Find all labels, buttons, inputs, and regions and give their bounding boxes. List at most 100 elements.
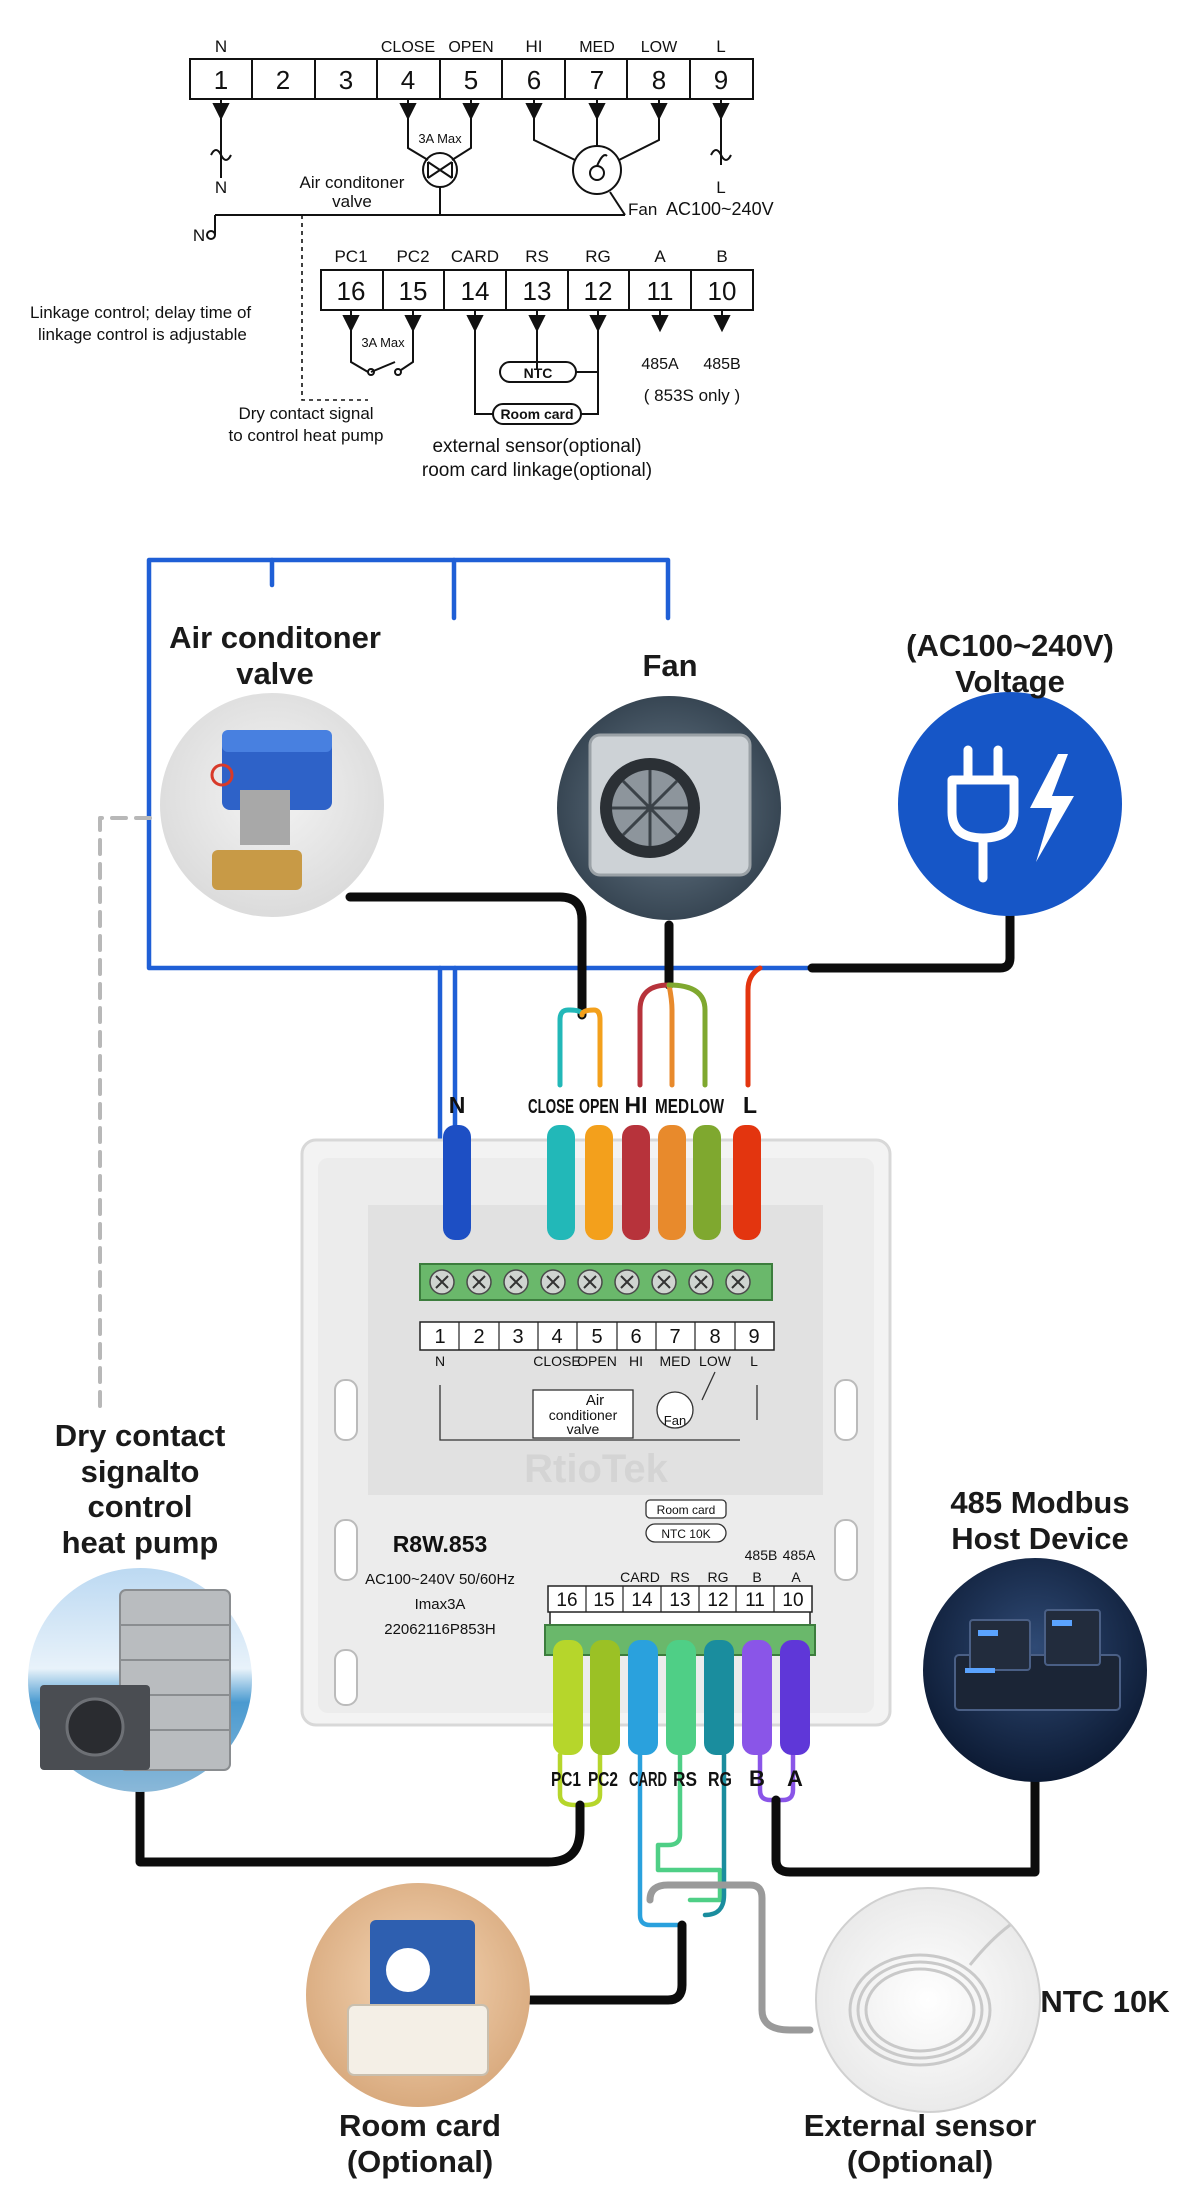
print-b: B [752, 1569, 761, 1585]
print-10: 10 [782, 1590, 803, 1611]
room-card-symbol [492, 403, 582, 425]
fan-label: Fan [628, 200, 657, 219]
wire-label-med: MED [655, 1096, 689, 1118]
ext-text-1: external sensor(optional) [432, 436, 641, 457]
terminal-10: 10 [708, 276, 737, 306]
print-485b: 485B [745, 1547, 778, 1563]
voltage-label: AC100~240V [666, 199, 774, 219]
terminal-11: 11 [647, 276, 674, 306]
live-mark: L [716, 178, 725, 197]
device-serial: 22062116P853H [384, 1621, 496, 1638]
valve-label-1: Air conditoner [300, 173, 405, 192]
print-close: CLOSE [533, 1353, 580, 1369]
print-13: 13 [669, 1590, 690, 1611]
modbus-caption-line-2: Host Device [951, 1520, 1129, 1556]
fan-caption: Fan [642, 648, 698, 683]
dry-max-current: 3A Max [361, 335, 405, 350]
print-9: 9 [748, 1326, 759, 1348]
terminal-3: 3 [339, 65, 353, 95]
print-7: 7 [669, 1326, 680, 1348]
label-open: OPEN [448, 39, 493, 56]
dry-text-2: to control heat pump [229, 426, 384, 445]
voltage-caption-line-2: Voltage [955, 663, 1065, 699]
terminal-14: 14 [461, 276, 490, 306]
ext-sensor-caption-line-1: External sensor [803, 2108, 1037, 2143]
print-air-3: valve [567, 1421, 600, 1437]
print-5: 5 [591, 1326, 602, 1348]
top-wire-labels: N CLOSE OPEN HI MED LOW L [449, 1092, 757, 1118]
device-spec: AC100~240V 50/60Hz [365, 1571, 515, 1588]
schematic-text: N CLOSE OPEN HI MED LOW L 1 2 3 4 5 6 7 … [30, 37, 774, 481]
ext-sensor-caption: External sensor (Optional) [760, 2108, 1080, 2179]
terminal-6: 6 [527, 65, 541, 95]
print-ntc: NTC 10K [661, 1527, 710, 1541]
terminal-13: 13 [523, 276, 552, 306]
valve-max-current: 3A Max [418, 131, 462, 146]
wire-label-n: N [449, 1092, 466, 1118]
print-rg: RG [708, 1569, 729, 1585]
dry-contact-caption: Dry contact signalto control heat pump [20, 1418, 260, 1561]
print-16: 16 [556, 1590, 577, 1611]
wire-label-b: B [749, 1766, 765, 1791]
wire-label-open: OPEN [579, 1096, 619, 1118]
room-card-text: Room card [500, 406, 573, 422]
label-l: L [716, 37, 725, 56]
terminal-4: 4 [401, 65, 415, 95]
device-text: 1 2 3 4 5 6 7 8 9 N CLOSE OPEN HI MED LO… [365, 1326, 816, 1638]
wire-label-close: CLOSE [528, 1096, 574, 1118]
terminal-12: 12 [584, 276, 613, 306]
room-card-caption-line-1: Room card [339, 2108, 501, 2143]
label-n: N [215, 37, 227, 56]
bottom-wire-sleeves [553, 1640, 810, 1755]
top-wire-sleeves [443, 1125, 761, 1240]
wire-label-pc1: PC1 [551, 1769, 581, 1791]
print-hi: HI [629, 1353, 643, 1369]
label-hi: HI [526, 37, 543, 56]
dry-text-1: Dry contact signal [238, 404, 373, 423]
ntc-caption: NTC 10K [1040, 1984, 1170, 2019]
print-card: CARD [620, 1569, 660, 1585]
print-room-card: Room card [657, 1503, 716, 1517]
print-6: 6 [630, 1326, 641, 1348]
wires [98, 557, 1040, 2034]
terminal-15: 15 [399, 276, 428, 306]
lightning-icon [1030, 754, 1074, 862]
print-15: 15 [593, 1590, 614, 1611]
schematic [189, 58, 754, 425]
modbus-host-photo [923, 1558, 1147, 1782]
print-open: OPEN [577, 1353, 617, 1369]
label-rg: RG [585, 247, 611, 266]
print-2: 2 [473, 1326, 484, 1348]
dry-caption-line-2: signalto [80, 1453, 200, 1489]
air-valve-label-line-2: valve [236, 655, 314, 691]
label-pc1: PC1 [334, 247, 367, 266]
heat-pump-photo [28, 1568, 252, 1792]
print-air-2: conditioner [549, 1407, 618, 1423]
print-8: 8 [709, 1326, 720, 1348]
print-n: N [435, 1353, 445, 1369]
air-valve-photo [160, 693, 384, 917]
dry-caption-line-3: control [87, 1489, 193, 1525]
print-485a: 485A [783, 1547, 816, 1563]
label-pc2: PC2 [396, 247, 429, 266]
print-14: 14 [631, 1590, 653, 1611]
dry-caption-line-1: Dry contact [54, 1418, 226, 1453]
terminal-16: 16 [337, 276, 366, 306]
wire-label-hi: HI [625, 1092, 648, 1118]
air-valve-label: Air conditoner valve [140, 620, 410, 691]
label-b: B [716, 247, 727, 266]
modbus-caption-line-1: 485 Modbus [950, 1485, 1130, 1520]
valve-label-2: valve [332, 192, 372, 211]
plug-icon [947, 745, 1019, 883]
neutral-mark-2: N [193, 226, 205, 245]
print-1: 1 [434, 1326, 445, 1348]
print-a: A [791, 1569, 801, 1585]
wire-label-card: CARD [629, 1769, 667, 1791]
device-model: R8W.853 [393, 1531, 488, 1557]
terminal-5: 5 [464, 65, 478, 95]
terminal-2: 2 [276, 65, 290, 95]
label-low: LOW [641, 39, 678, 56]
terminal-9: 9 [714, 65, 728, 95]
label-rs: RS [525, 247, 549, 266]
